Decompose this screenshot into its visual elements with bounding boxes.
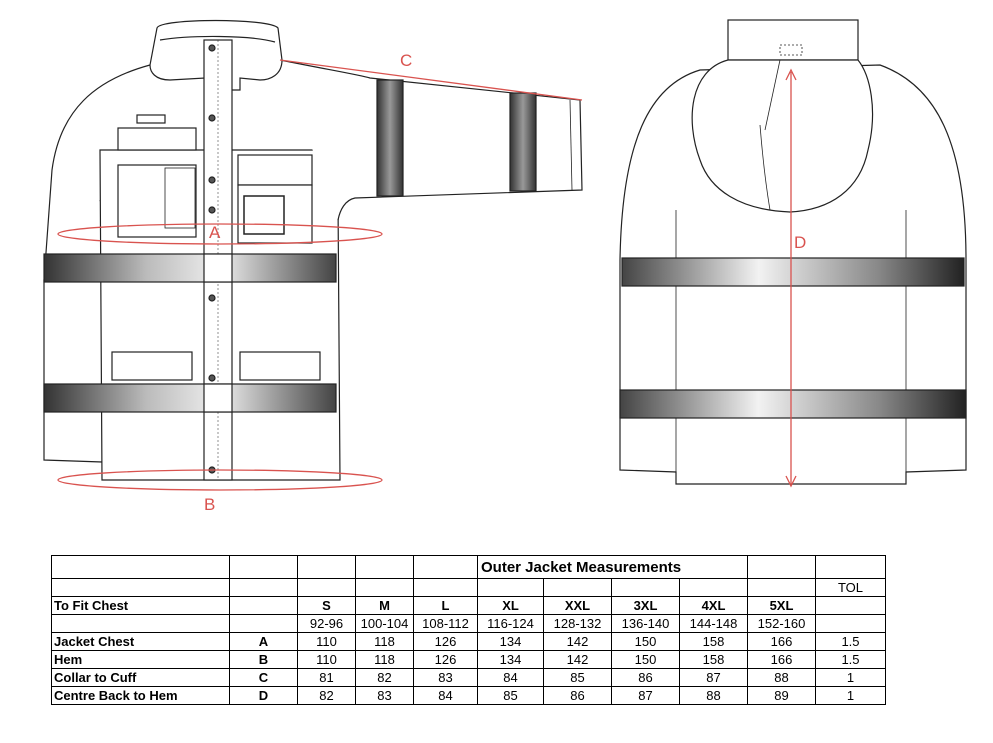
tol-cell: 1.5: [815, 650, 886, 669]
value-cell: 85: [477, 686, 544, 705]
value-cell: 82: [297, 686, 356, 705]
value-cell: 158: [679, 650, 748, 669]
value-cell: 86: [611, 668, 680, 687]
value-cell: 85: [543, 668, 612, 687]
size-header: 3XL: [611, 596, 680, 615]
table-title: Outer Jacket Measurements: [477, 555, 748, 579]
front-view: [43, 19, 583, 481]
measure-b-label: B: [204, 495, 215, 514]
measure-d-label: D: [794, 233, 806, 252]
value-cell: 126: [413, 650, 478, 669]
size-header: S: [297, 596, 356, 615]
value-cell: 88: [747, 668, 816, 687]
value-cell: 150: [611, 632, 680, 651]
chest-range-cell: 92-96: [297, 614, 356, 633]
measurement-code: B: [229, 650, 298, 669]
size-header: XL: [477, 596, 544, 615]
title-row: Outer Jacket Measurements: [51, 555, 886, 579]
value-cell: 166: [747, 632, 816, 651]
front-chest-tape: [43, 253, 337, 283]
id-window: [243, 195, 285, 235]
back-chest-tape: [621, 257, 965, 287]
value-cell: 83: [355, 686, 414, 705]
size-header: 5XL: [747, 596, 816, 615]
sleeve-tape-inner: [376, 79, 404, 197]
tol-header: TOL: [815, 578, 886, 597]
measure-c-label: C: [400, 51, 412, 70]
value-cell: 126: [413, 632, 478, 651]
value-cell: 118: [355, 632, 414, 651]
chest-range-cell: 144-148: [679, 614, 748, 633]
value-cell: 89: [747, 686, 816, 705]
value-cell: 142: [543, 632, 612, 651]
chest-range-cell: 108-112: [413, 614, 478, 633]
chest-range-cell: 136-140: [611, 614, 680, 633]
badge-holder: [136, 114, 166, 124]
size-header: 4XL: [679, 596, 748, 615]
left-flap-pocket: [117, 127, 197, 151]
measurement-code: A: [229, 632, 298, 651]
front-hem-tape: [43, 383, 337, 413]
value-cell: 110: [297, 632, 356, 651]
measurement-label: Hem: [51, 650, 230, 669]
measure-a-loop: [57, 223, 383, 245]
measurement-code: D: [229, 686, 298, 705]
value-cell: 118: [355, 650, 414, 669]
table-row: Collar to Cuff C 81 82 83 84 85 86 87 88…: [51, 668, 886, 687]
hanger-loop: [779, 44, 803, 56]
value-cell: 110: [297, 650, 356, 669]
table-row: Jacket Chest A 110 118 126 134 142 150 1…: [51, 632, 886, 651]
left-lower-pocket: [111, 351, 193, 381]
value-cell: 142: [543, 650, 612, 669]
value-cell: 87: [679, 668, 748, 687]
value-cell: 88: [679, 686, 748, 705]
value-cell: 134: [477, 632, 544, 651]
value-cell: 134: [477, 650, 544, 669]
value-cell: 150: [611, 650, 680, 669]
measurement-label: Centre Back to Hem: [51, 686, 230, 705]
back-hem-tape: [619, 389, 967, 419]
value-cell: 86: [543, 686, 612, 705]
jacket-drawings: A B C D: [43, 19, 967, 514]
value-cell: 81: [297, 668, 356, 687]
tol-cell: 1.5: [815, 632, 886, 651]
chest-range-cell: 100-104: [355, 614, 414, 633]
chest-range-cell: 116-124: [477, 614, 544, 633]
right-lower-pocket: [239, 351, 321, 381]
size-header: XXL: [543, 596, 612, 615]
size-header: M: [355, 596, 414, 615]
back-view: [619, 19, 967, 485]
table-row: Centre Back to Hem D 82 83 84 85 86 87 8…: [51, 686, 886, 705]
size-header: L: [413, 596, 478, 615]
measurement-code: C: [229, 668, 298, 687]
value-cell: 158: [679, 632, 748, 651]
value-cell: 84: [413, 686, 478, 705]
chest-range-row: 92-96 100-104 108-112 116-124 128-132 13…: [51, 614, 886, 633]
right-flap-pocket: [237, 154, 313, 186]
value-cell: 83: [413, 668, 478, 687]
tol-cell: 1: [815, 686, 886, 705]
measurement-label: Collar to Cuff: [51, 668, 230, 687]
table-row: Hem B 110 118 126 134 142 150 158 166 1.…: [51, 650, 886, 669]
value-cell: 84: [477, 668, 544, 687]
tol-cell: 1: [815, 668, 886, 687]
back-hood: [691, 59, 874, 213]
chest-range-cell: 128-132: [543, 614, 612, 633]
measure-c-line: [279, 59, 583, 101]
measurement-label: Jacket Chest: [51, 632, 230, 651]
sleeve-tape-outer: [509, 92, 537, 192]
size-row: To Fit Chest S M L XL XXL 3XL 4XL 5XL: [51, 596, 886, 615]
value-cell: 82: [355, 668, 414, 687]
front-right-sleeve: [279, 59, 583, 221]
fit-chest-label: To Fit Chest: [51, 596, 230, 615]
chest-range-cell: 152-160: [747, 614, 816, 633]
size-table: Outer Jacket Measurements TOL To Fit Che…: [51, 555, 886, 705]
measure-a-label: A: [209, 223, 221, 242]
tol-row: TOL: [51, 578, 886, 597]
front-studs: [208, 44, 216, 474]
measure-b-loop: [57, 469, 383, 491]
value-cell: 166: [747, 650, 816, 669]
value-cell: 87: [611, 686, 680, 705]
